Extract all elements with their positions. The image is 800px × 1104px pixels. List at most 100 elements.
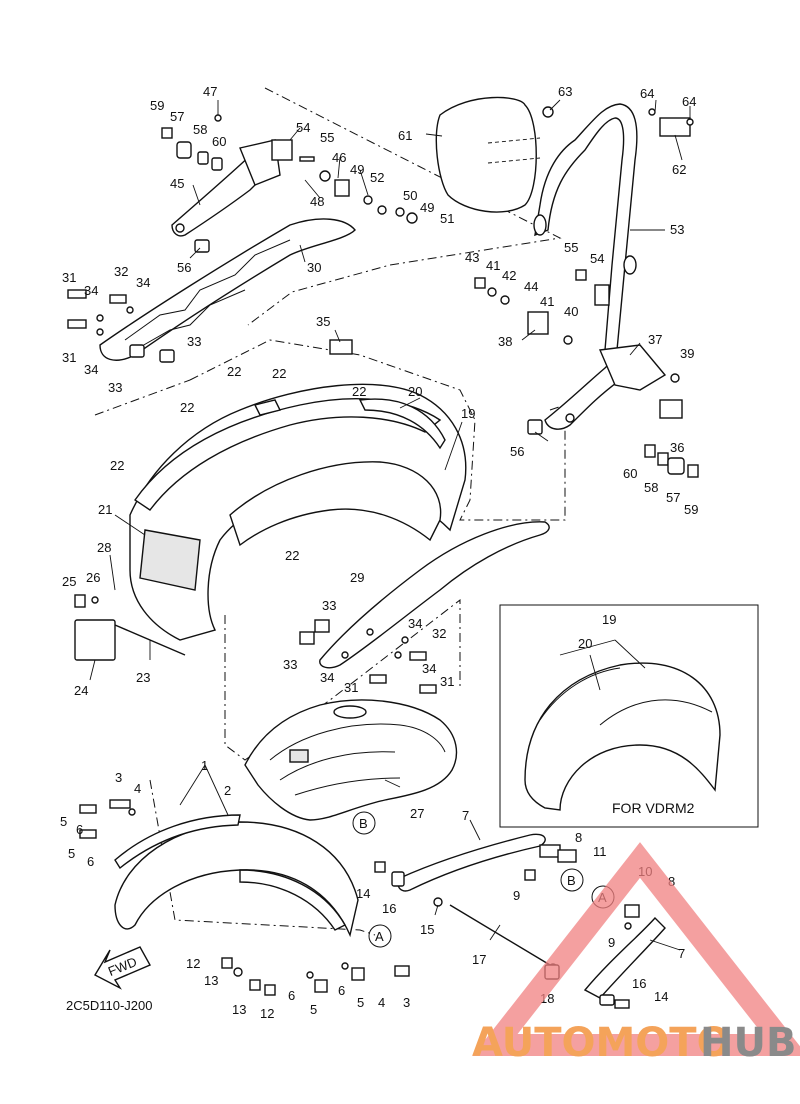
callout-54: 54: [590, 251, 604, 266]
cover-29: [319, 521, 550, 669]
callout-31: 31: [344, 680, 358, 695]
fwd-arrow: FWD: [94, 946, 151, 990]
callout-6: 6: [87, 854, 94, 869]
callout-6: 6: [338, 983, 345, 998]
callout-64: 64: [682, 94, 696, 109]
callout-15: 15: [420, 922, 434, 937]
callout-63: 63: [558, 84, 572, 99]
callout-22: 22: [272, 366, 286, 381]
callout-50: 50: [403, 188, 417, 203]
callout-43: 43: [465, 250, 479, 265]
callout-44: 44: [524, 279, 538, 294]
callout-26: 26: [86, 570, 100, 585]
backrest-stay-right: [544, 344, 667, 430]
callout-34: 34: [422, 661, 436, 676]
callout-5: 5: [60, 814, 67, 829]
callout-34: 34: [320, 670, 334, 685]
callout-60: 60: [212, 134, 226, 149]
callout-3: 3: [403, 995, 410, 1010]
rod-17: [449, 904, 558, 973]
callout-13: 13: [204, 973, 218, 988]
inset-title: FOR VDRM2: [612, 800, 695, 816]
ref-letter-b: B: [567, 873, 576, 888]
callout-32: 32: [432, 626, 446, 641]
callout-22: 22: [227, 364, 241, 379]
leader-lines: [89, 99, 691, 951]
callout-20: 20: [578, 636, 592, 651]
callout-6: 6: [76, 822, 83, 837]
front-fender: [114, 814, 359, 938]
callout-17: 17: [472, 952, 486, 967]
callout-11: 11: [593, 844, 607, 859]
callout-8: 8: [668, 874, 675, 889]
watermark-text-1: AUTOMOTO: [472, 1020, 731, 1066]
callout-49: 49: [350, 162, 364, 177]
backrest-stay-left: [171, 139, 281, 237]
stay-7: [397, 833, 546, 892]
callout-5: 5: [310, 1002, 317, 1017]
callout-29: 29: [350, 570, 364, 585]
callout-20: 20: [408, 384, 422, 399]
callout-55: 55: [320, 130, 334, 145]
backrest-pad: [435, 96, 541, 213]
callout-33: 33: [187, 334, 201, 349]
callout-54: 54: [296, 120, 310, 135]
callout-13: 13: [232, 1002, 246, 1017]
callout-35: 35: [316, 314, 330, 329]
callout-33: 33: [322, 598, 336, 613]
ref-letter-b: B: [359, 816, 368, 831]
watermark-text-2: HUB: [700, 1020, 796, 1066]
callout-56: 56: [177, 260, 191, 275]
callout-45: 45: [170, 176, 184, 191]
callout-3: 3: [115, 770, 122, 785]
callout-41: 41: [540, 294, 554, 309]
callout-33: 33: [283, 657, 297, 672]
callout-14: 14: [654, 989, 668, 1004]
ref-letter-a: A: [375, 929, 384, 944]
callout-30: 30: [307, 260, 321, 275]
callout-21: 21: [98, 502, 112, 517]
callout-9: 9: [608, 935, 615, 950]
callout-34: 34: [84, 362, 98, 377]
callout-38: 38: [498, 334, 512, 349]
callout-56: 56: [510, 444, 524, 459]
callout-34: 34: [136, 275, 150, 290]
callout-31: 31: [62, 270, 76, 285]
callout-60: 60: [623, 466, 637, 481]
rear-fender-shell: [229, 398, 446, 547]
callout-61: 61: [398, 128, 412, 143]
callout-12: 12: [260, 1006, 274, 1021]
callout-1: 1: [201, 758, 208, 773]
callout-7: 7: [462, 808, 469, 823]
callout-59: 59: [684, 502, 698, 517]
callout-32: 32: [114, 264, 128, 279]
callout-22: 22: [352, 384, 366, 399]
callout-58: 58: [193, 122, 207, 137]
callout-27: 27: [410, 806, 424, 821]
callout-28: 28: [97, 540, 111, 555]
callout-59: 59: [150, 98, 164, 113]
callout-52: 52: [370, 170, 384, 185]
inner-fender: [244, 699, 458, 821]
watermark-triangle: [472, 842, 800, 1056]
callout-4: 4: [378, 995, 385, 1010]
callout-22: 22: [285, 548, 299, 563]
callout-36: 36: [670, 440, 684, 455]
callout-12: 12: [186, 956, 200, 971]
callout-57: 57: [170, 109, 184, 124]
callout-8: 8: [575, 830, 582, 845]
callout-25: 25: [62, 574, 76, 589]
callout-40: 40: [564, 304, 578, 319]
callout-47: 47: [203, 84, 217, 99]
callout-5: 5: [68, 846, 75, 861]
diagram-code: 2C5D110-J200: [66, 998, 152, 1013]
callout-55: 55: [564, 240, 578, 255]
callout-64: 64: [640, 86, 654, 101]
callout-19: 19: [461, 406, 475, 421]
callout-49: 49: [420, 200, 434, 215]
watermark: AUTOMOTO HUB: [472, 842, 800, 1066]
callout-46: 46: [332, 150, 346, 165]
callout-23: 23: [136, 670, 150, 685]
inset-vdrm2: [499, 604, 759, 828]
